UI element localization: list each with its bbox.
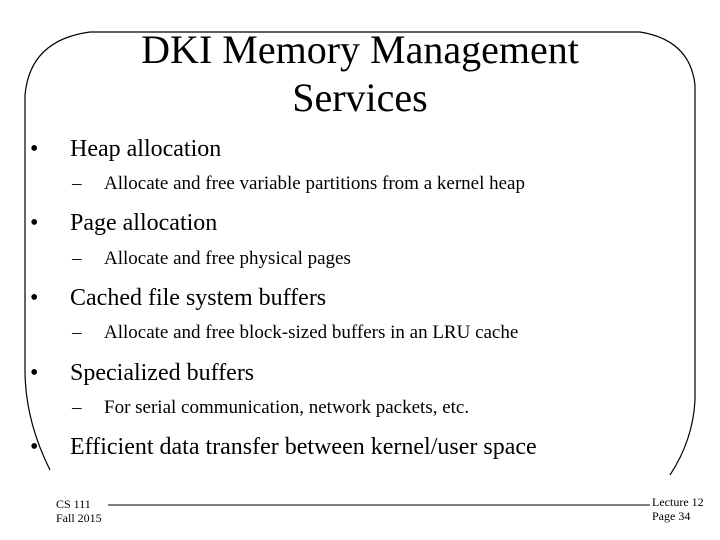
bullet-item: •Specialized buffers — [30, 360, 255, 386]
bullet-item: •Page allocation — [30, 210, 218, 236]
bullet-item: •Heap allocation — [30, 136, 222, 162]
bullet-item: •Efficient data transfer between kernel/… — [30, 434, 537, 460]
footer-course: CS 111 Fall 2015 — [56, 497, 102, 525]
sub-bullet-item: –For serial communication, network packe… — [72, 397, 470, 418]
footer-page: Lecture 12 Page 34 — [652, 495, 704, 523]
bullet-item: •Cached file system buffers — [30, 285, 327, 311]
sub-bullet-item: –Allocate and free variable partitions f… — [72, 173, 525, 194]
sub-bullet-item: –Allocate and free physical pages — [72, 248, 351, 269]
sub-bullet-item: –Allocate and free block-sized buffers i… — [72, 322, 519, 343]
slide-title: DKI Memory Management Services — [141, 27, 579, 120]
